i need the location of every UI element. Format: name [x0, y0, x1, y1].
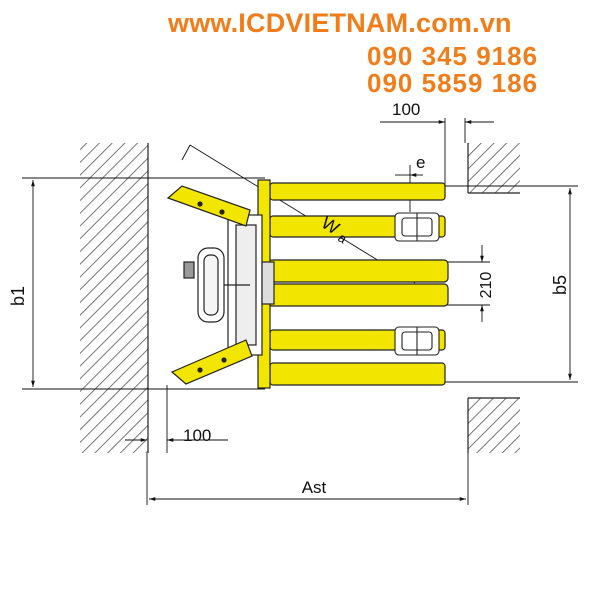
label-bottom-clearance: 100: [183, 426, 211, 445]
label-e: e: [416, 153, 425, 172]
phone-number-1: 090 345 9186: [367, 41, 539, 71]
wall-right-top: [467, 143, 520, 194]
label-b5: b5: [550, 275, 570, 295]
wall-right-bottom: [467, 397, 520, 453]
wall-left: [80, 143, 149, 453]
fork-upper: [267, 259, 449, 307]
label-b1: b1: [8, 286, 28, 306]
tiller-arm-upper: [166, 185, 251, 227]
phone-number-2: 090 5859 186: [367, 68, 539, 98]
steering-wheel: [183, 247, 250, 323]
tiller-arm-lower: [170, 339, 253, 385]
website-text: www.ICDVIETNAM.com.vn: [168, 8, 512, 38]
load-wheel-lower: [394, 326, 440, 356]
label-ast: Ast: [302, 478, 327, 497]
load-wheel-upper: [394, 212, 440, 242]
label-fork-spacing: 210: [478, 272, 495, 299]
label-top-clearance: 100: [392, 100, 420, 119]
